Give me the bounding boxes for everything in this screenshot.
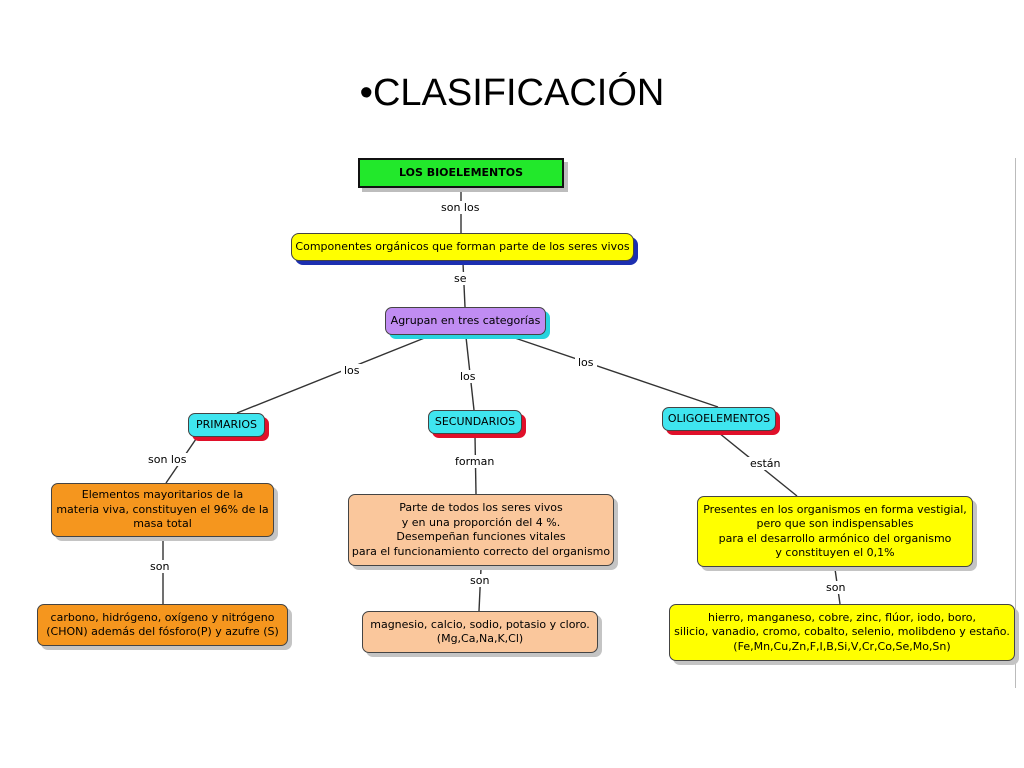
link-label-se: se	[451, 272, 470, 285]
link-label-los-secundarios: los	[457, 370, 479, 383]
concept-node-secundarios: SECUNDARIOS	[428, 410, 522, 434]
link-label-oligo-son: son	[823, 581, 849, 594]
concept-node-componentes: Componentes orgánicos que forman parte d…	[291, 233, 634, 261]
link-label-secundarios-forman: forman	[452, 455, 498, 468]
concept-node-secundarios-description: Parte de todos los seres vivos y en una …	[348, 494, 614, 566]
concept-node-oligoelementos-elements: hierro, manganeso, cobre, zinc, flúor, i…	[669, 604, 1015, 661]
link-label-los-primarios: los	[341, 364, 363, 377]
concept-node-primarios-description: Elementos mayoritarios de la materia viv…	[51, 483, 274, 537]
connector-groups-primarios	[236, 336, 428, 414]
link-label-los-oligo: los	[575, 356, 597, 369]
link-label-primarios-son: son	[147, 560, 173, 573]
page-title: •CLASIFICACIÓN	[359, 72, 665, 114]
concept-node-secundarios-elements: magnesio, calcio, sodio, potasio y cloro…	[362, 611, 598, 653]
concept-node-primarios: PRIMARIOS	[188, 413, 265, 437]
link-label-primarios-son-los: son los	[145, 453, 190, 466]
concept-node-bioelementos: LOS BIOELEMENTOS	[358, 158, 564, 188]
link-label-oligo-estan: están	[747, 457, 784, 470]
concept-node-oligoelementos-description: Presentes en los organismos en forma ves…	[697, 496, 973, 567]
concept-node-primarios-elements: carbono, hidrógeno, oxígeno y nitrógeno …	[37, 604, 288, 646]
concept-node-oligoelementos: OLIGOELEMENTOS	[662, 407, 776, 431]
slide-frame-divider	[1015, 158, 1016, 688]
concept-node-categorias: Agrupan en tres categorías	[385, 307, 546, 335]
connector-components-groups	[462, 262, 466, 308]
link-label-son-los: son los	[438, 201, 483, 214]
link-label-secundarios-son: son	[467, 574, 493, 587]
connector-groups-oligo	[511, 336, 719, 408]
